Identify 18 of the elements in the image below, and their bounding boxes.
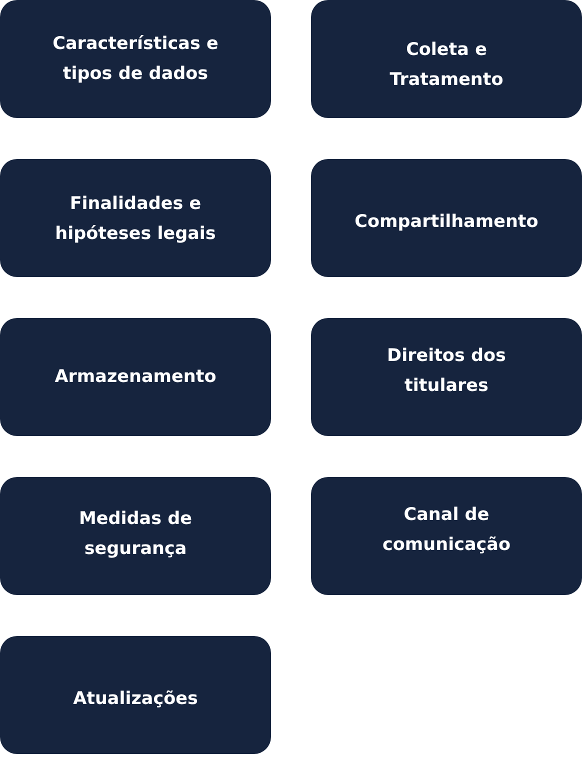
topic-label: Coleta e Tratamento xyxy=(388,39,504,92)
topic-label: Medidas de segurança xyxy=(78,508,194,561)
topic-label: Compartilhamento xyxy=(354,211,538,234)
topic-box xyxy=(311,159,582,277)
topic-box xyxy=(311,318,582,436)
topic-box xyxy=(0,477,271,595)
topic-box xyxy=(0,318,271,436)
topic-box xyxy=(311,477,582,595)
topic-label: Canal de comunicação xyxy=(382,504,512,557)
topic-label: Atualizações xyxy=(73,688,198,711)
topic-label: Características e tipos de dados xyxy=(52,33,220,86)
topic-label: Direitos dos titulares xyxy=(386,345,507,398)
topic-box xyxy=(0,636,271,754)
topic-box xyxy=(0,0,271,118)
topic-box xyxy=(0,159,271,277)
topic-label: Finalidades e hipóteses legais xyxy=(54,193,217,246)
topic-box xyxy=(311,0,582,118)
topic-label: Armazenamento xyxy=(54,366,216,389)
